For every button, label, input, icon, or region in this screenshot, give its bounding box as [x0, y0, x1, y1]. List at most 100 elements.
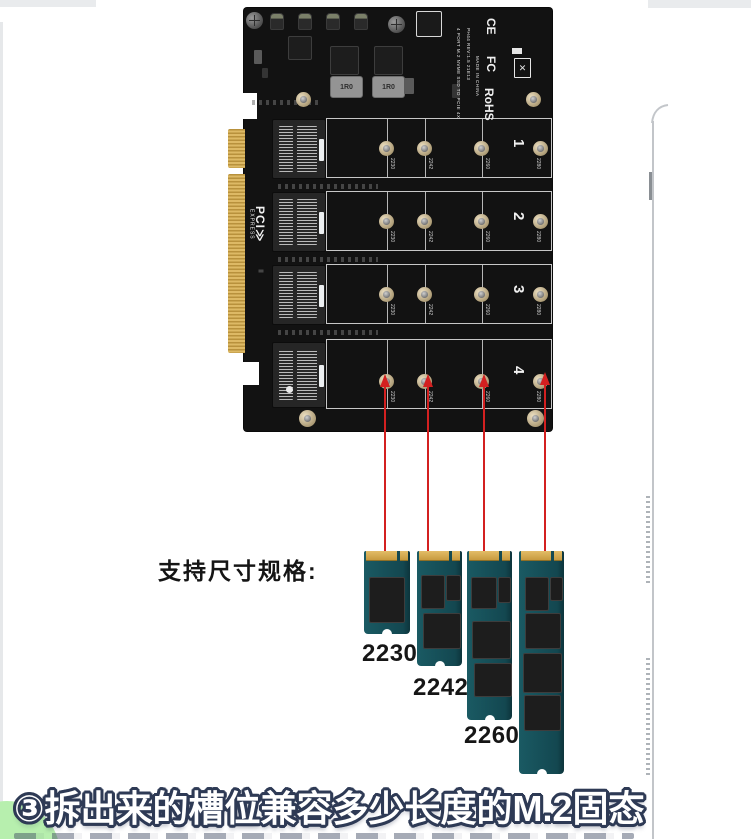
slot-number: 4	[510, 366, 527, 375]
ssd-2230	[364, 551, 410, 639]
standoff-icon	[296, 92, 311, 107]
smd-part	[404, 78, 414, 94]
screw-icon	[388, 16, 405, 33]
slot-number: 2	[510, 212, 527, 221]
inductor: 1R0	[372, 76, 405, 98]
pcie-gold-fingers-long	[228, 174, 245, 353]
box-edge-micro-text	[646, 495, 650, 583]
standoff-icon	[379, 141, 394, 156]
standoff-icon	[299, 410, 316, 427]
box-edge-micro-text	[646, 655, 650, 775]
m2-slot-row-3: 2230 2242 2260 2280 3	[244, 262, 552, 326]
ssd-length-label: 2260	[464, 722, 520, 749]
standoff-icon	[417, 141, 432, 156]
standoff-icon	[527, 410, 544, 427]
pcie-gold-fingers-short	[228, 129, 245, 168]
m2-slot-row-4: 2230 2242 2260 2280 4	[244, 336, 552, 412]
ssd-bay-outline: 2230 2242 2260 2280 4	[326, 339, 552, 409]
rohs-mark: RoHS	[482, 88, 496, 121]
slot-number: 1	[510, 139, 527, 148]
next-subtitle-cutoff	[14, 833, 634, 839]
size-micro-label: 2230	[389, 158, 395, 170]
ssd-length-label: 2230	[362, 640, 418, 667]
size-micro-label: 2230	[389, 391, 395, 403]
size-micro-label: 2280	[535, 231, 541, 243]
pcie-adapter-card: 1R0 1R0 4 PORT M.2 NVME SSD TO PCIE 4X P…	[228, 8, 552, 431]
ssd-2242	[417, 551, 462, 671]
standoff-icon	[533, 141, 548, 156]
standoff-icon	[379, 287, 394, 302]
smd-part	[262, 68, 268, 78]
red-pointer-line	[544, 385, 546, 552]
size-micro-label: 2242	[427, 158, 433, 170]
regulator-chip	[288, 36, 312, 60]
red-pointer-line	[427, 387, 429, 552]
weee-bin-icon: ✕	[514, 58, 531, 78]
ssd-bay-outline: 2230 2242 2260 2280 3	[326, 264, 552, 324]
mount-hole	[286, 386, 293, 393]
pad-row	[278, 330, 378, 335]
capacitor	[270, 13, 284, 30]
red-arrowhead	[423, 374, 433, 387]
size-micro-label: 2242	[427, 391, 433, 403]
box-edge-mark	[649, 172, 652, 200]
standoff-icon	[533, 287, 548, 302]
m2-socket	[272, 342, 326, 408]
red-pointer-line	[483, 387, 485, 552]
capacitor	[354, 13, 368, 30]
size-micro-label: 2230	[389, 231, 395, 243]
regulator-chip	[374, 46, 403, 75]
size-micro-label: 2280	[535, 391, 541, 403]
ssd-bay-outline: 2230 2242 2260 2280 2	[326, 191, 552, 251]
size-micro-label: 2230	[389, 304, 395, 316]
top-letterbox-left	[0, 0, 96, 7]
silkscreen-ports-text: 4 PORT M.2 NVME SSD TO PCIE 4X	[456, 28, 461, 119]
smd-part	[254, 50, 262, 64]
red-pointer-line	[384, 387, 386, 552]
ssd-2260	[467, 551, 512, 725]
red-arrowhead	[540, 372, 550, 385]
capacitor	[326, 13, 340, 30]
standoff-icon	[474, 214, 489, 229]
box-corner-arc	[651, 104, 669, 124]
size-micro-label: 2260	[484, 304, 490, 316]
size-micro-label: 2260	[484, 231, 490, 243]
ssd-length-label: 2242	[413, 674, 469, 701]
size-spec-heading: 支持尺寸规格:	[158, 558, 318, 584]
m2-slot-row-2: 2230 2242 2260 2280 2	[244, 189, 552, 253]
capacitor	[298, 13, 312, 30]
weee-bar-icon	[512, 48, 522, 54]
inductor: 1R0	[330, 76, 363, 98]
smd-part	[452, 84, 460, 98]
fcc-mark: FC	[484, 56, 498, 72]
silkscreen-origin-text: MADE IN CHINA	[475, 56, 480, 97]
m2-socket	[272, 192, 326, 252]
m2-socket	[272, 119, 326, 179]
standoff-icon	[526, 92, 541, 107]
power-connector	[416, 11, 442, 37]
bracket-notch	[232, 362, 259, 385]
size-micro-label: 2260	[484, 391, 490, 403]
size-micro-label: 2242	[427, 231, 433, 243]
size-micro-label: 2280	[535, 304, 541, 316]
regulator-chip	[330, 46, 359, 75]
ssd-2280	[519, 551, 564, 779]
ssd-bay-outline: 2230 2242 2260 2280 1	[326, 118, 552, 178]
size-micro-label: 2280	[535, 158, 541, 170]
top-letterbox-right	[648, 0, 751, 8]
ce-mark: CE	[484, 18, 498, 35]
pad-row	[278, 184, 378, 189]
standoff-icon	[379, 214, 394, 229]
m2-slot-row-1: 2230 2242 2260 2280 1	[244, 116, 552, 180]
screw-icon	[246, 12, 263, 29]
standoff-icon	[474, 287, 489, 302]
red-arrowhead	[380, 374, 390, 387]
size-micro-label: 2260	[484, 158, 490, 170]
standoff-icon	[533, 214, 548, 229]
box-edge-line	[652, 121, 654, 839]
bracket-notch	[232, 93, 257, 119]
red-arrowhead	[479, 374, 489, 387]
standoff-icon	[417, 287, 432, 302]
standoff-icon	[474, 141, 489, 156]
